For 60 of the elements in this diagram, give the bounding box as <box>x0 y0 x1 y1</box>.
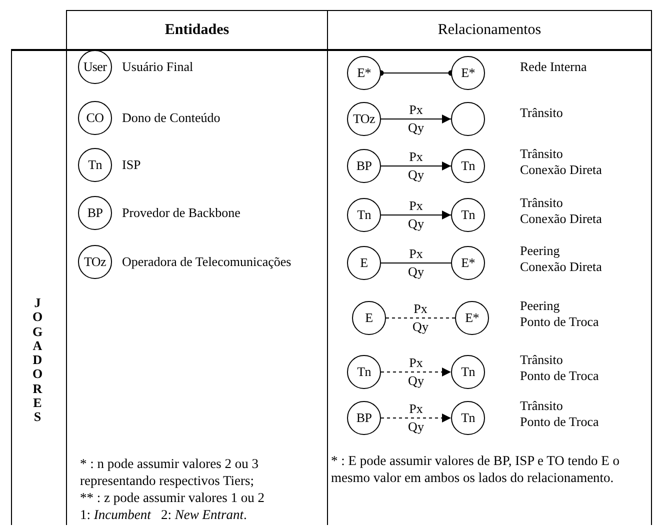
entity-circle: BP <box>347 401 381 435</box>
entity-circle: Tn <box>347 355 381 389</box>
entity-circle: TOz <box>78 245 112 279</box>
relationship-type: Ponto de Troca <box>520 314 599 330</box>
entity-circle: Tn <box>347 198 381 232</box>
entity-circle: Tn <box>451 355 485 389</box>
relationship-type: Trânsito <box>520 195 564 211</box>
entity-circle: Tn <box>451 401 485 435</box>
relationship-type: Trânsito <box>520 398 564 414</box>
entity-description: Operadora de Telecomunicações <box>122 254 292 270</box>
relationship-type: Rede Interna <box>520 59 587 75</box>
column-header: Relacionamentos <box>327 10 652 51</box>
entity-circle: Tn <box>78 148 112 182</box>
relationship-type: Peering <box>520 298 561 314</box>
entity-circle: TOz <box>347 102 381 136</box>
entity-circle: CO <box>78 101 112 135</box>
relationship-type: Conexão Direta <box>520 211 602 227</box>
entity-circle: E* <box>455 301 489 335</box>
entity-circle: BP <box>347 149 381 183</box>
entity-circle: Tn <box>451 198 485 232</box>
edge-label: Px Qy <box>408 101 424 137</box>
edge-label: Px Qy <box>408 197 424 233</box>
entity-circle: BP <box>78 196 112 230</box>
relationship-type: Trânsito <box>520 105 563 121</box>
edge-label: Px Qy <box>412 300 428 336</box>
relationship-type: Conexão Direta <box>520 162 602 178</box>
connector-arrow <box>380 114 452 124</box>
entity-description: Usuário Final <box>122 59 194 75</box>
edge-label: Px Qy <box>408 354 424 390</box>
relationship-type: Ponto de Troca <box>520 368 599 384</box>
relationship-type: Peering <box>520 243 561 259</box>
connector-line <box>380 262 452 264</box>
connector-arrow <box>380 162 452 170</box>
relationship-type: Trânsito <box>520 352 564 368</box>
entity-circle: E <box>352 301 386 335</box>
entity-description: Provedor de Backbone <box>122 205 240 221</box>
connector-arrow <box>380 368 452 376</box>
relationship-type: Trânsito <box>520 146 564 162</box>
row-header-text: JOGADORES <box>31 296 44 425</box>
entity-circle: User <box>78 50 112 84</box>
edge-label: Px Qy <box>408 148 424 184</box>
footnote: * : n pode assumir valores 2 ou 3 representando respectivos Tiers; <box>80 455 260 489</box>
footnote: * : E pode assumir valores de BP, ISP e TO tendo E o mesmo valor em ambos os lados do relacionamento. <box>331 452 620 486</box>
edge-label: Px Qy <box>408 400 424 436</box>
empty-circle <box>451 102 485 136</box>
connector-arrow <box>380 210 452 220</box>
entity-description: ISP <box>122 157 141 173</box>
connector-arrow <box>380 414 452 422</box>
entity-circle: E* <box>347 56 381 90</box>
footnote: 1: Incumbent 2: New Entrant. <box>80 506 248 523</box>
entity-description: Dono de Conteúdo <box>122 110 220 126</box>
relationship-type: Conexão Direta <box>520 259 602 275</box>
footnote: ** : z pode assumir valores 1 ou 2 <box>80 489 266 506</box>
edge-label: Px Qy <box>408 245 424 281</box>
entity-circle: E* <box>451 56 485 90</box>
entity-circle: E <box>347 246 381 280</box>
relationship-type: Ponto de Troca <box>520 414 599 430</box>
entity-circle: Tn <box>451 149 485 183</box>
column-header: Entidades <box>66 10 328 51</box>
entity-circle: E* <box>451 246 485 280</box>
